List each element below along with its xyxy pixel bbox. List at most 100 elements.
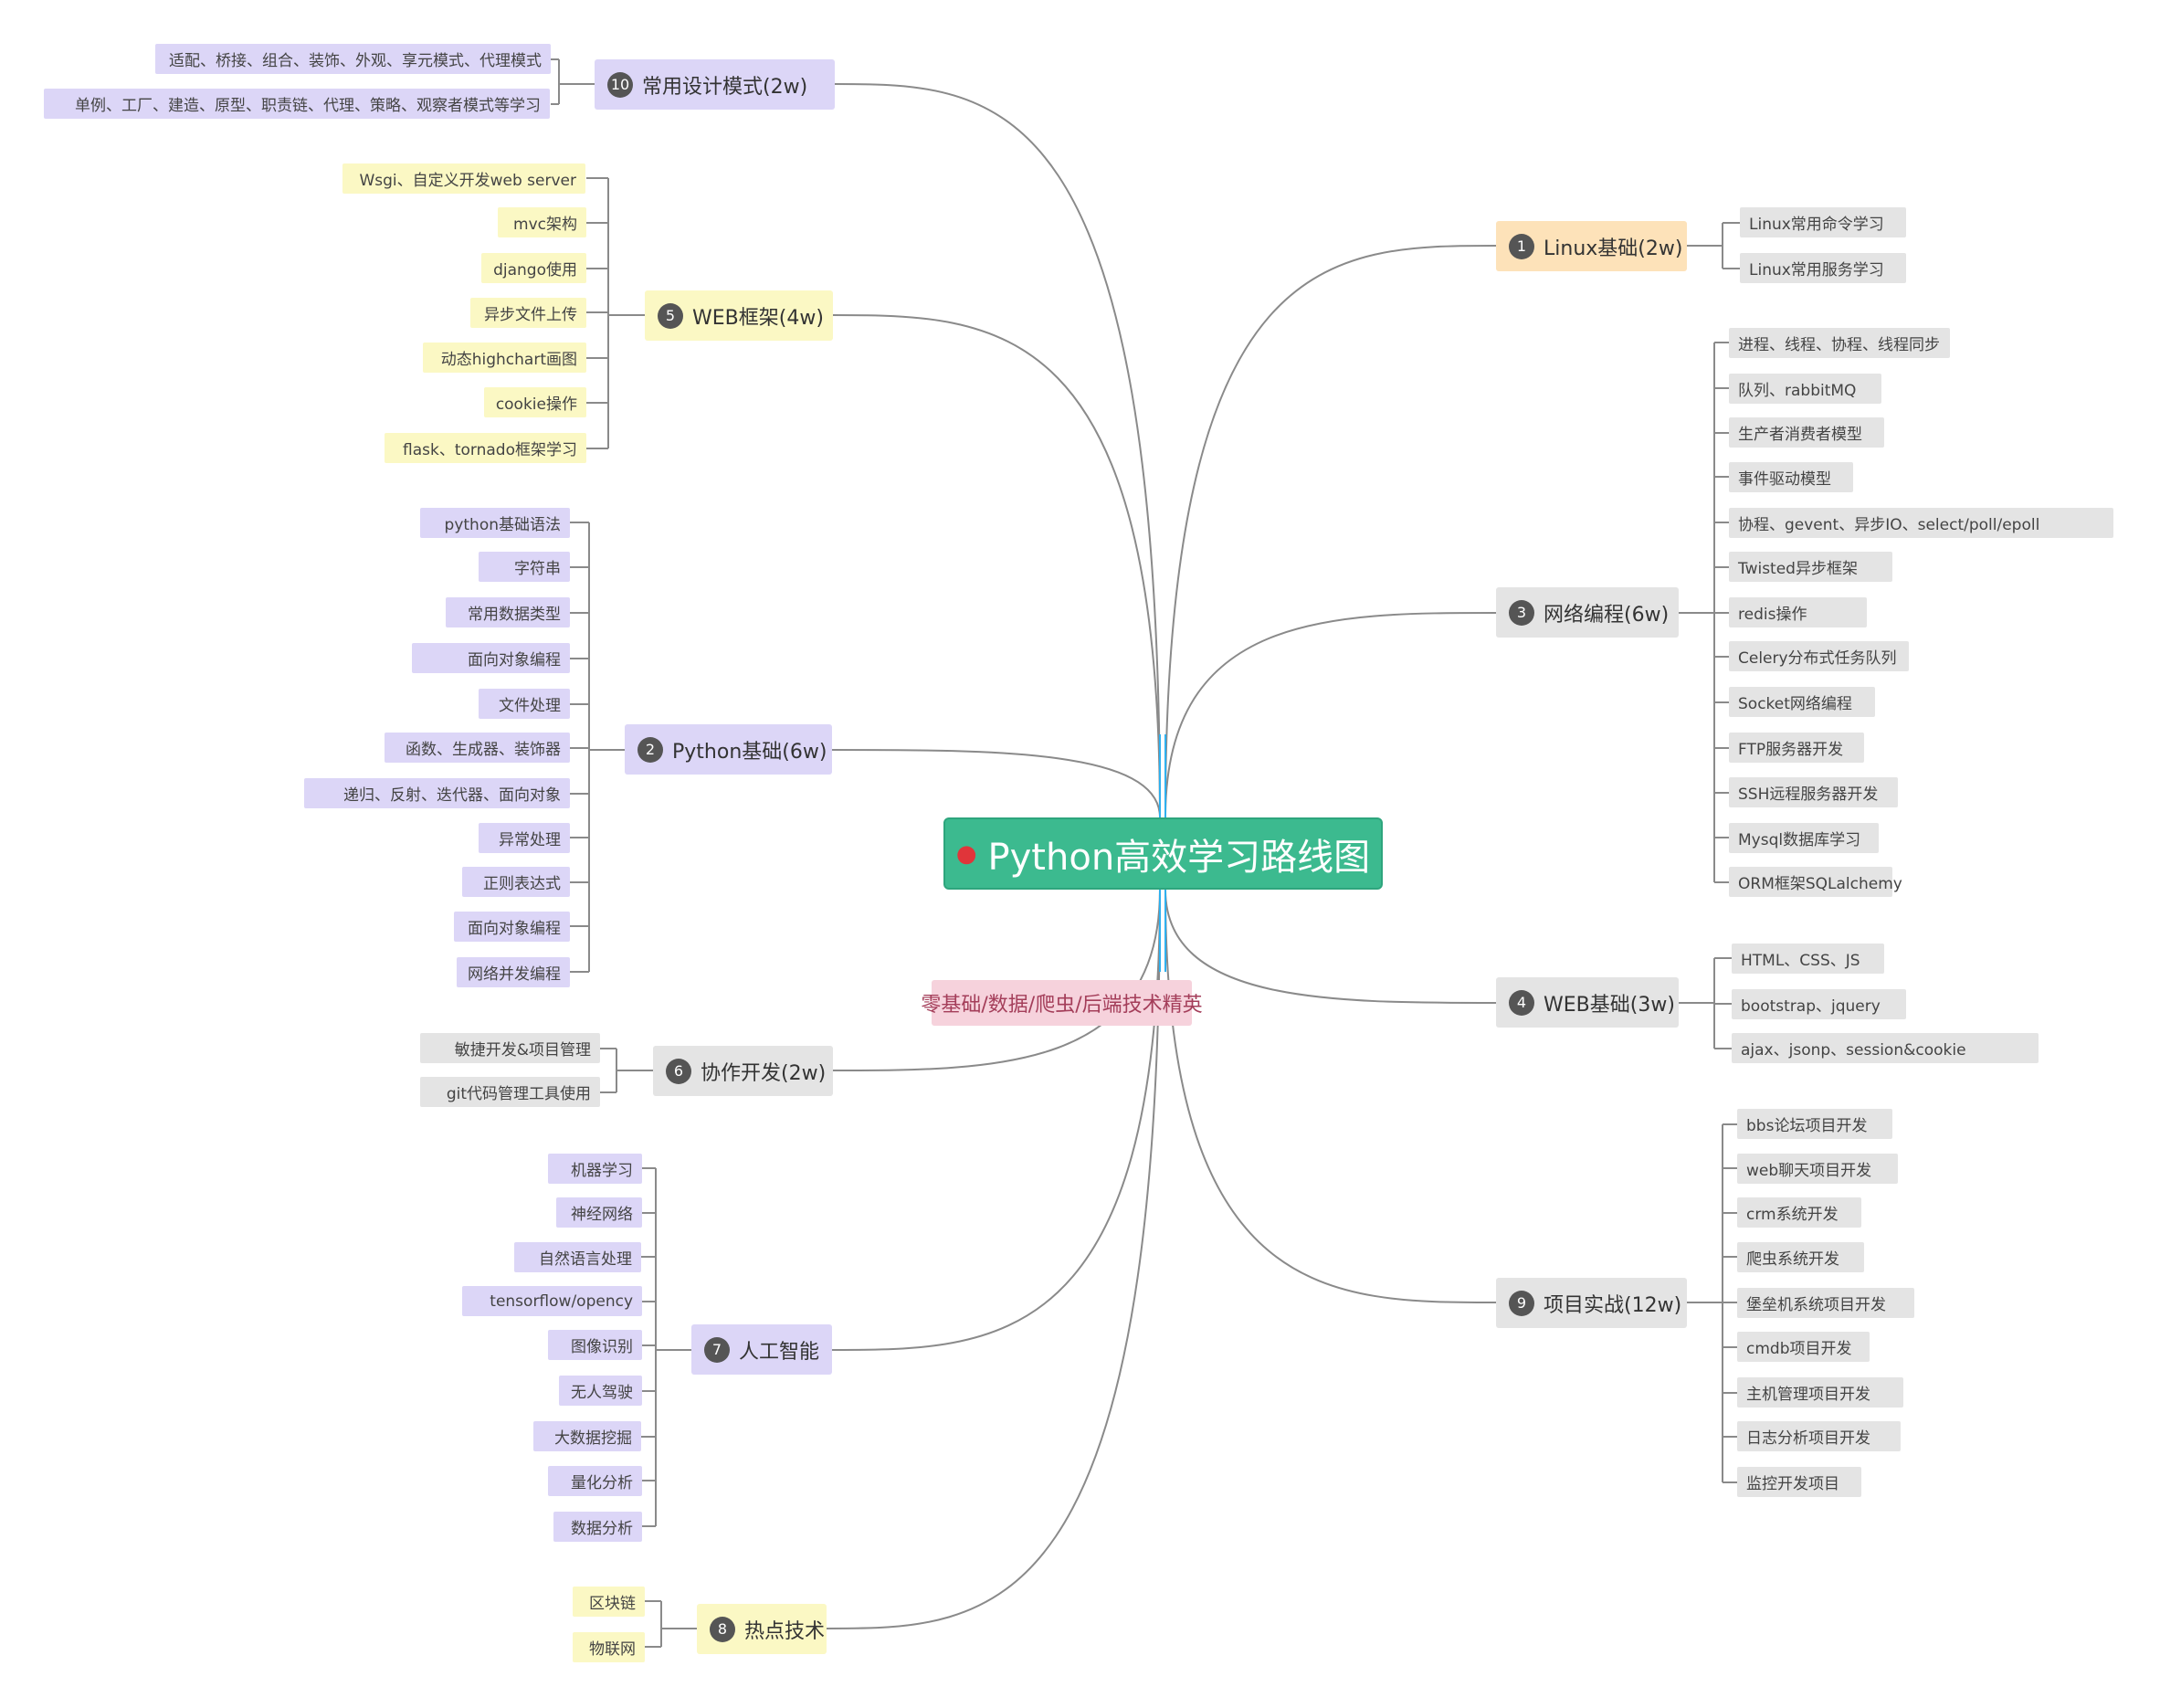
branch-label: 网络编程(6w) — [1544, 603, 1670, 627]
leaf-node[interactable]: 常用数据类型 — [446, 597, 570, 627]
root-node[interactable]: ● Python高效学习路线图 — [943, 817, 1383, 890]
leaf-node[interactable]: 敏捷开发&项目管理 — [420, 1033, 600, 1063]
leaf-node[interactable]: python基础语法 — [420, 508, 570, 538]
leaf-node[interactable]: 日志分析项目开发 — [1737, 1421, 1901, 1451]
leaf-node[interactable]: crm系统开发 — [1737, 1197, 1861, 1228]
number-badge-icon: 1 — [1509, 233, 1534, 259]
leaf-node[interactable]: 面向对象编程 — [454, 912, 570, 942]
leaf-node[interactable]: Twisted异步框架 — [1729, 552, 1892, 582]
branch-node-4[interactable]: 4 WEB基础(3w) — [1496, 977, 1679, 1028]
leaf-node[interactable]: 无人驾驶 — [559, 1376, 642, 1406]
branch-link-1 — [1164, 245, 1497, 818]
number-badge-icon: 5 — [658, 302, 683, 329]
leaf-node[interactable]: 队列、rabbitMQ — [1729, 374, 1881, 404]
branch-node-5[interactable]: 5 WEB框架(4w) — [645, 290, 833, 341]
leaf-node[interactable]: 适配、桥接、组合、装饰、外观、享元模式、代理模式 — [155, 44, 551, 74]
leaf-node[interactable]: git代码管理工具使用 — [420, 1077, 600, 1107]
leaf-node[interactable]: bbs论坛项目开发 — [1737, 1109, 1892, 1139]
branch-label: Python基础(6w) — [672, 740, 827, 764]
leaf-node[interactable]: 异步文件上传 — [470, 298, 586, 328]
number-badge-icon: 10 — [607, 71, 633, 98]
branch-label: 人工智能 — [739, 1340, 820, 1364]
leaf-node[interactable]: 函数、生成器、装饰器 — [385, 733, 570, 763]
leaf-node[interactable]: mvc架构 — [498, 207, 586, 237]
leaf-node[interactable]: Mysql数据库学习 — [1729, 823, 1879, 853]
branch-link-8 — [826, 889, 1161, 1629]
leaf-node[interactable]: cmdb项目开发 — [1737, 1332, 1870, 1362]
leaf-node[interactable]: 面向对象编程 — [412, 643, 570, 673]
branch-label: WEB框架(4w) — [692, 306, 824, 330]
leaf-node[interactable]: 神经网络 — [556, 1197, 642, 1228]
leaf-node[interactable]: 物联网 — [573, 1632, 645, 1662]
leaf-node[interactable]: ORM框架SQLalchemy — [1729, 867, 1902, 897]
leaf-node[interactable]: 堡垒机系统项目开发 — [1737, 1288, 1914, 1318]
leaf-node[interactable]: 单例、工厂、建造、原型、职责链、代理、策略、观察者模式等学习 — [44, 89, 550, 119]
branch-node-10[interactable]: 10 常用设计模式(2w) — [595, 59, 835, 110]
leaf-node[interactable]: 数据分析 — [553, 1512, 642, 1542]
leaf-node[interactable]: redis操作 — [1729, 597, 1867, 627]
root-title: Python高效学习路线图 — [987, 836, 1371, 879]
leaf-node[interactable]: 机器学习 — [548, 1154, 642, 1184]
leaf-node[interactable]: 动态highchart画图 — [423, 343, 586, 373]
leaf-node[interactable]: 大数据挖掘 — [533, 1421, 641, 1451]
leaf-node[interactable]: web聊天项目开发 — [1737, 1154, 1898, 1184]
number-badge-icon: 2 — [637, 736, 663, 763]
leaf-node[interactable]: 字符串 — [479, 552, 570, 582]
leaf-node[interactable]: ajax、jsonp、session&cookie — [1732, 1033, 2039, 1063]
leaf-node[interactable]: 自然语言处理 — [514, 1242, 641, 1272]
leaf-node[interactable]: 网络并发编程 — [457, 957, 570, 987]
leaf-node[interactable]: 监控开发项目 — [1737, 1467, 1861, 1497]
leaf-node[interactable]: Linux常用命令学习 — [1740, 207, 1906, 237]
leaf-node[interactable]: 递归、反射、迭代器、面向对象 — [304, 778, 570, 808]
leaf-node[interactable]: 区块链 — [573, 1587, 645, 1617]
pin-icon: ● — [955, 839, 977, 868]
leaf-node[interactable]: Wsgi、自定义开发web server — [342, 163, 585, 194]
leaf-node[interactable]: FTP服务器开发 — [1729, 733, 1864, 763]
leaf-node[interactable]: 协程、gevent、异步IO、select/poll/epoll — [1729, 508, 2113, 538]
leaf-node[interactable]: 文件处理 — [479, 689, 570, 719]
leaf-node[interactable]: 正则表达式 — [462, 867, 570, 897]
sub-topic-note[interactable]: 零基础/数据/爬虫/后端技术精英 — [921, 980, 1203, 1026]
leaf-node[interactable]: Celery分布式任务队列 — [1729, 641, 1909, 671]
branch-label: 项目实战(12w) — [1544, 1293, 1682, 1317]
leaf-node[interactable]: 事件驱动模型 — [1729, 462, 1853, 492]
leaf-node[interactable]: 主机管理项目开发 — [1737, 1377, 1903, 1408]
branch-link-9 — [1164, 889, 1497, 1303]
branch-node-2[interactable]: 2 Python基础(6w) — [625, 724, 832, 775]
branch-label: 常用设计模式(2w) — [642, 75, 808, 99]
branch-label: WEB基础(3w) — [1544, 993, 1675, 1017]
branch-node-8[interactable]: 8 热点技术 — [697, 1604, 827, 1654]
branch-link-4 — [1164, 889, 1497, 1004]
leaf-node[interactable]: 爬虫系统开发 — [1737, 1242, 1864, 1272]
number-badge-icon: 8 — [710, 1616, 735, 1642]
number-badge-icon: 6 — [666, 1058, 691, 1084]
leaf-node[interactable]: HTML、CSS、JS — [1732, 944, 1884, 974]
branch-label: 热点技术 — [744, 1619, 826, 1643]
branch-link-3 — [1164, 612, 1497, 818]
leaf-node[interactable]: flask、tornado框架学习 — [385, 433, 586, 463]
branch-link-5 — [831, 314, 1161, 818]
leaf-node[interactable]: 进程、线程、协程、线程同步 — [1729, 328, 1950, 358]
leaf-node[interactable]: SSH远程服务器开发 — [1729, 777, 1898, 807]
leaf-node[interactable]: django使用 — [481, 253, 586, 283]
leaf-node[interactable]: 量化分析 — [548, 1466, 642, 1496]
leaf-node[interactable]: 异常处理 — [479, 823, 570, 853]
leaf-node[interactable]: 生产者消费者模型 — [1729, 417, 1884, 448]
number-badge-icon: 9 — [1509, 1290, 1534, 1316]
leaf-node[interactable]: Linux常用服务学习 — [1740, 253, 1906, 283]
branch-node-9[interactable]: 9 项目实战(12w) — [1496, 1278, 1687, 1328]
number-badge-icon: 4 — [1509, 989, 1534, 1016]
branch-link-6 — [831, 889, 1161, 1071]
leaf-node[interactable]: 图像识别 — [548, 1330, 642, 1360]
branch-link-7 — [831, 889, 1161, 1351]
leaf-node[interactable]: bootstrap、jquery — [1732, 989, 1906, 1019]
leaf-node[interactable]: cookie操作 — [484, 387, 586, 417]
leaf-node[interactable]: Socket网络编程 — [1729, 687, 1875, 717]
branch-link-10 — [834, 83, 1161, 818]
leaf-node[interactable]: tensorflow/opency — [462, 1286, 642, 1316]
